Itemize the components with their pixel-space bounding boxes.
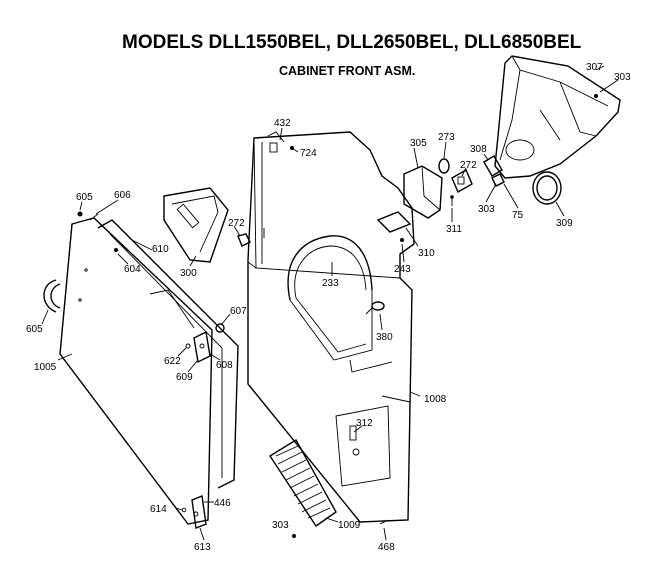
door-outer-panel [59,217,213,525]
part-label-609: 609 [176,372,193,383]
leader-lines [41,65,619,541]
filter-clip [237,233,251,247]
exhaust-duct [494,55,621,179]
part-label-310: 310 [418,248,435,259]
part-label-446: 446 [214,498,231,509]
part-label-1005: 1005 [34,362,57,373]
part-label-273: 273 [438,132,455,143]
part-label-622: 622 [164,356,181,367]
door-hinge [185,323,225,364]
door-switch-group [438,155,505,206]
door-handle [43,279,61,313]
part-label-233: 233 [322,278,339,289]
bottom-hinge [181,495,207,529]
part-label-606: 606 [114,190,131,201]
part-label-312: 312 [356,418,373,429]
part-label-724: 724 [300,148,317,159]
part-label-604: 604 [124,264,141,275]
part-label-610: 610 [152,244,169,255]
part-label-311: 311 [446,224,462,235]
part-label-614: 614 [150,504,167,515]
part-label-303-bottom: 303 [272,520,289,531]
part-label-432: 432 [274,118,291,129]
lint-filter-housing [163,187,229,263]
part-label-607: 607 [230,306,247,317]
diagram-subtitle: CABINET FRONT ASM. [279,64,415,78]
mounting-bracket [403,165,443,219]
part-label-305: 305 [410,138,427,149]
part-label-613: 613 [194,542,211,553]
door-inner-liner [97,219,239,489]
part-label-380: 380 [376,332,393,343]
part-label-1008: 1008 [424,394,447,405]
part-label-605-bottom: 605 [26,324,43,335]
part-label-272-right: 272 [460,160,477,171]
part-label-75: 75 [512,210,524,221]
part-label-308: 308 [470,144,487,155]
cabinet-front-panel [247,131,415,523]
part-label-307: 307 [586,62,603,73]
part-label-303-top: 303 [614,72,631,83]
screws [77,94,598,538]
part-label-272-left: 272 [228,218,245,229]
filter-strip [376,211,412,233]
part-label-1009: 1009 [338,520,361,531]
part-label-605-top: 605 [76,192,93,203]
part-label-309: 309 [556,218,573,229]
part-label-243: 243 [394,264,411,275]
diagram-title: MODELS DLL1550BEL, DLL2650BEL, DLL6850BE… [122,32,582,53]
kick-grille [269,439,337,527]
part-label-300: 300 [180,268,197,279]
part-label-303-mid: 303 [478,204,495,215]
duct-ring [532,171,562,205]
part-label-608: 608 [216,360,233,371]
part-label-468: 468 [378,542,395,553]
part-labels: 307 303 432 724 305 273 272 308 303 75 3… [26,62,631,553]
